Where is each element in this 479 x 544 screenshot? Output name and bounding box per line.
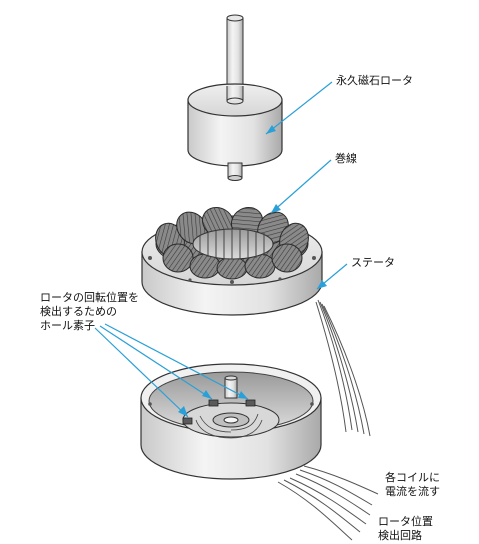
label-hall-element: ロータの回転位置を 検出するための ホール素子 [40,291,139,333]
label-hall-line-3: ホール素子 [40,319,95,332]
stator [141,206,371,437]
label-detect-line-1: ロータ位置 [378,515,433,528]
label-winding: 巻線 [335,152,357,165]
label-coil-line-2: 電流を流す [385,485,440,498]
label-permanent-magnet-rotor: 永久磁石ロータ [336,74,413,87]
label-detect-line-2: 検出回路 [378,529,422,542]
label-rotor-position-detection: ロータ位置 検出回路 [378,515,433,543]
stator-lead-wires [315,299,371,437]
label-hall-line-1: ロータの回転位置を [40,291,139,304]
base-lead-wires [277,465,379,541]
label-hall-line-2: 検出するための [40,305,117,318]
hall-element [245,399,256,407]
hall-element [208,399,219,407]
hall-element [182,417,193,425]
base-housing [140,363,379,541]
label-stator: ステータ [351,256,395,269]
permanent-magnet-rotor [187,14,283,181]
label-coil-current: 各コイルに 電流を流す [385,471,440,499]
hall-sensor-board [182,399,280,439]
label-coil-line-1: 各コイルに [385,471,440,484]
stator-teeth [199,229,265,259]
leader-lines [94,81,348,418]
